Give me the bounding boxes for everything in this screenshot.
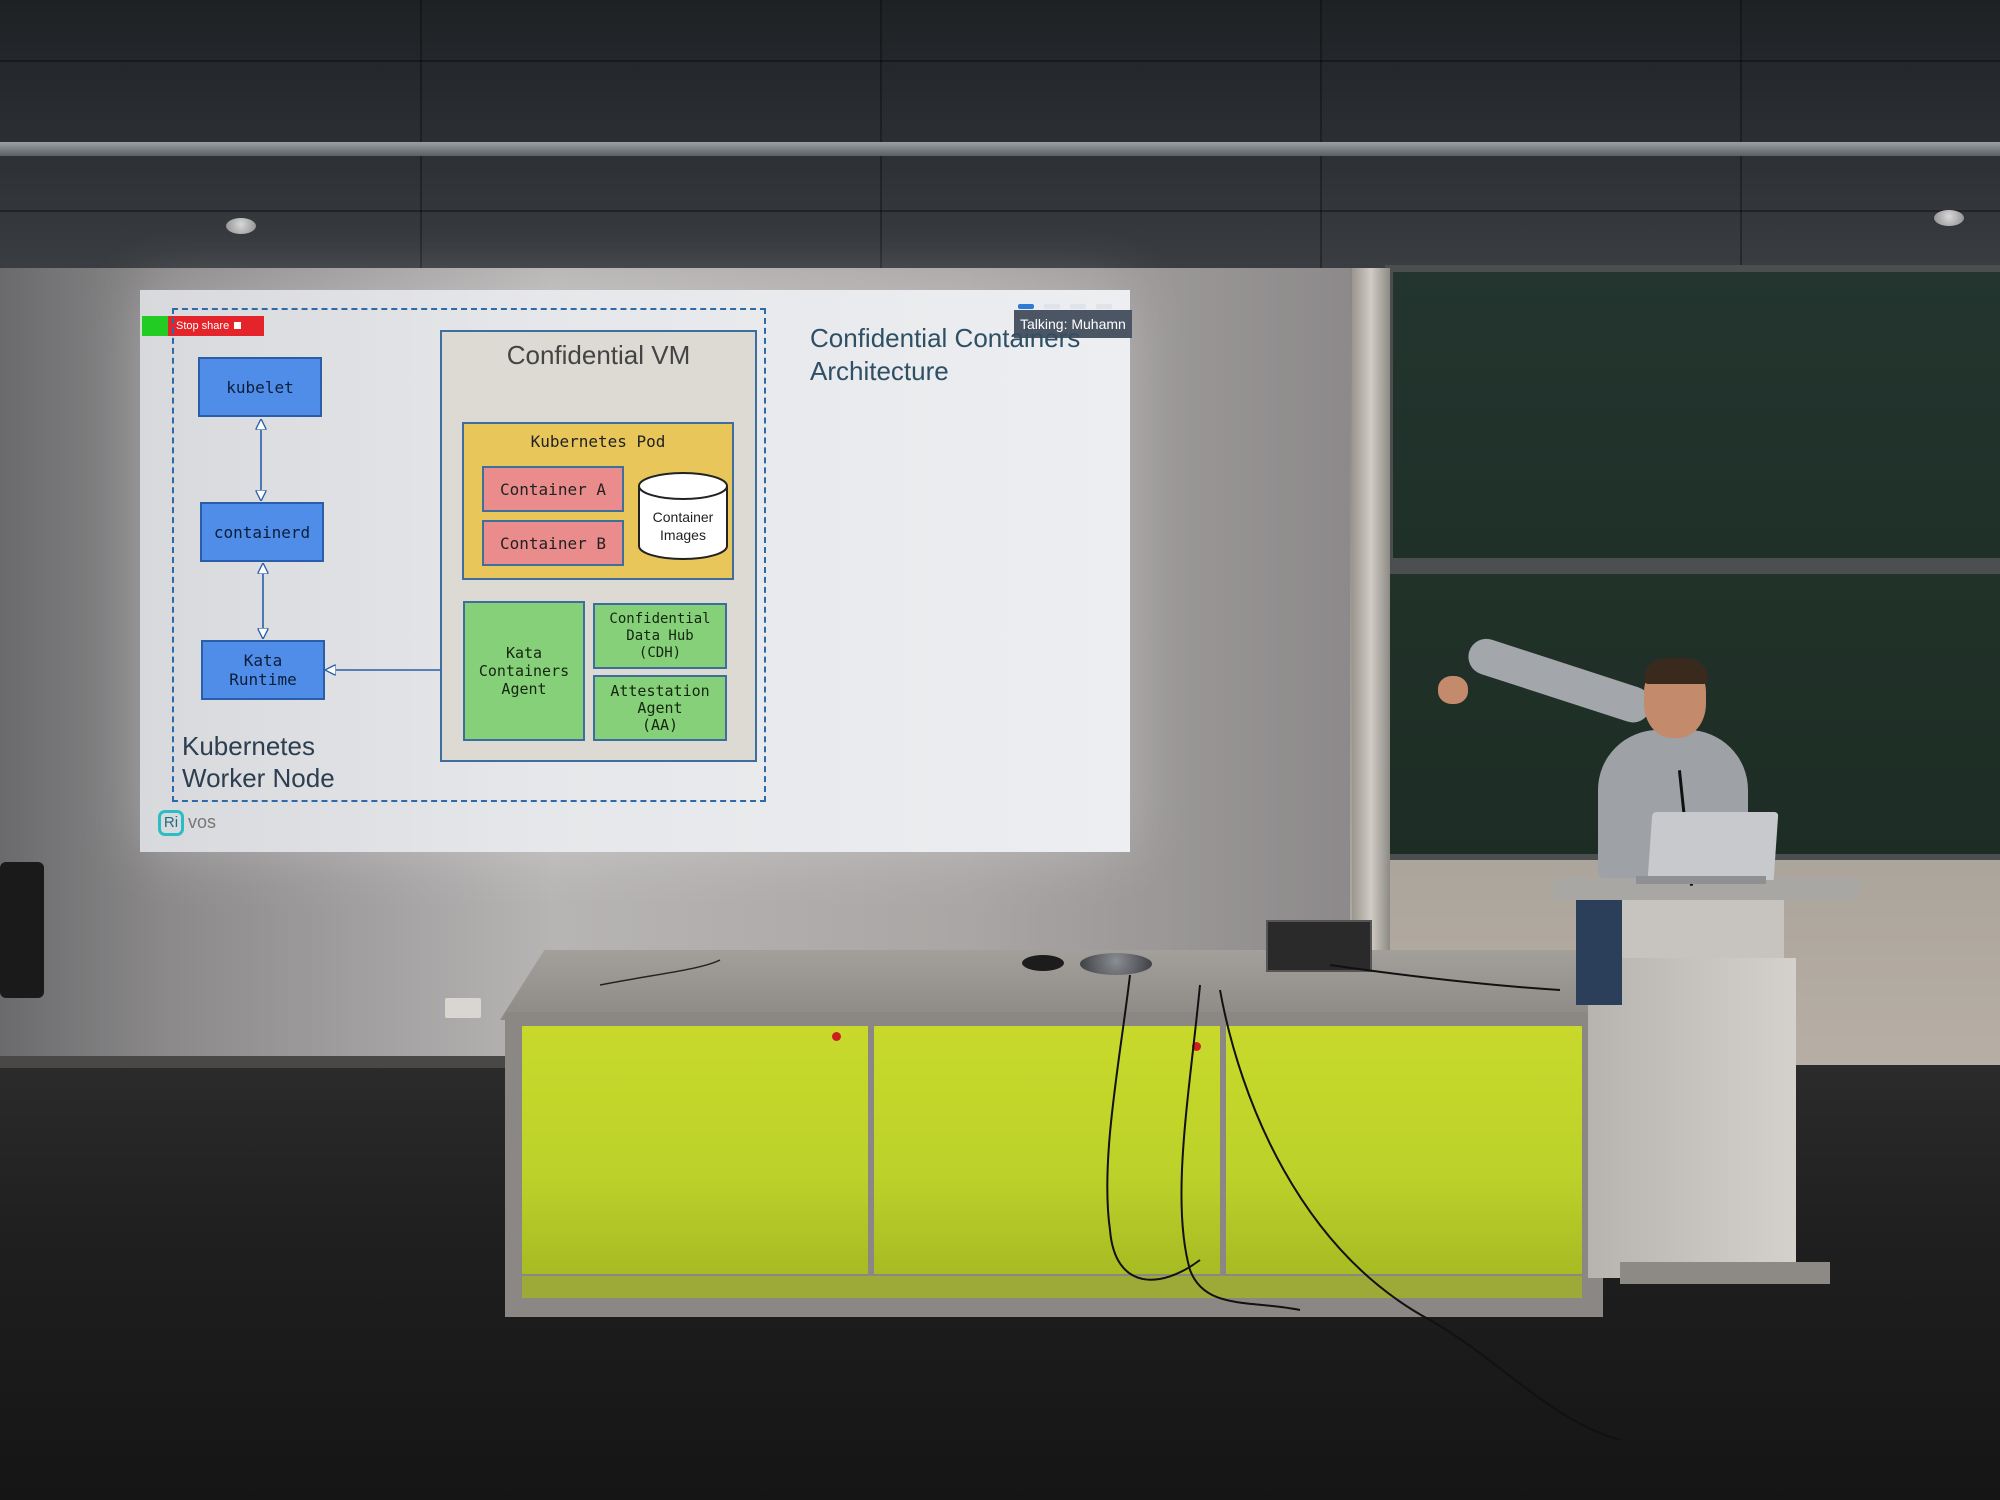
- worker-node-label: Kubernetes Worker Node: [182, 730, 402, 794]
- view-dot-icon[interactable]: [1018, 304, 1034, 309]
- kubelet-box: kubelet: [198, 357, 322, 417]
- lectern-laptop-base: [1636, 876, 1766, 884]
- ceiling-tile-seam: [0, 60, 2000, 62]
- rivos-logo: Ri: [158, 810, 184, 836]
- ceiling-tile-seam: [1740, 0, 1742, 272]
- container-a-box: Container A: [482, 466, 624, 512]
- view-dot-icon[interactable]: [1070, 304, 1086, 309]
- chalkboard-upper: [1393, 272, 2000, 558]
- worker-node-label-line: Worker Node: [182, 763, 335, 793]
- aa-label-line: Agent: [637, 698, 683, 717]
- ceiling-tile-seam: [880, 0, 882, 272]
- lectern-base: [1620, 1262, 1830, 1284]
- cdh-box: Confidential Data Hub (CDH): [593, 603, 727, 669]
- kata-runtime-label-line: Kata: [243, 651, 283, 670]
- smoke-detector: [1934, 210, 1964, 226]
- container-a-label: Container A: [500, 479, 606, 499]
- cdh-label-line: Data Hub: [626, 627, 694, 644]
- container-b-label: Container B: [500, 533, 606, 553]
- presenter-legs: [1576, 895, 1622, 1005]
- presenter-hair: [1644, 658, 1708, 684]
- stop-icon: [234, 322, 242, 329]
- kata-agent-label-line: Agent: [501, 680, 547, 698]
- kata-agent-label-line: Kata: [505, 644, 543, 662]
- container-images-label-line: Images: [660, 527, 706, 543]
- container-images-label-line: Container: [652, 509, 714, 525]
- slide-title-line: Architecture: [810, 356, 949, 386]
- stop-share-button[interactable]: Stop share: [168, 316, 264, 336]
- view-dot-icon[interactable]: [1096, 304, 1112, 309]
- lectern-laptop-screen: [1647, 812, 1779, 880]
- attestation-agent-box: Attestation Agent (AA): [593, 675, 727, 741]
- ceiling-rail: [0, 142, 2000, 156]
- container-images-label: Container Images: [638, 508, 728, 544]
- black-stand: [0, 862, 44, 998]
- kubernetes-pod-label: Kubernetes Pod: [530, 432, 666, 451]
- screen-share-indicator: [142, 316, 168, 336]
- desk-laptop: [1266, 920, 1372, 972]
- containerd-label: containerd: [213, 522, 311, 542]
- cabinet-door: [1226, 1026, 1582, 1274]
- ceiling: [0, 0, 2000, 272]
- kata-runtime-label-line: Runtime: [229, 670, 297, 689]
- lectern-top: [1548, 878, 1864, 900]
- cabinet-lock: [1192, 1042, 1201, 1051]
- slide-title-line: Confidential Containers: [810, 323, 1081, 353]
- kata-agent-label-line: Containers: [478, 662, 570, 680]
- kubelet-label: kubelet: [226, 377, 294, 397]
- ceiling-tile-seam: [1320, 0, 1322, 272]
- kata-runtime-box: Kata Runtime: [201, 640, 325, 700]
- ceiling-tile-seam: [0, 210, 2000, 212]
- container-images-cylinder: [638, 472, 728, 560]
- view-dot-icon[interactable]: [1044, 304, 1060, 309]
- cabinet-lock: [832, 1032, 841, 1041]
- meeting-toolbar-dots: [1018, 294, 1128, 309]
- aa-label-line: (AA): [641, 715, 679, 734]
- container-b-box: Container B: [482, 520, 624, 566]
- talking-indicator: Talking: Muhamn: [1014, 310, 1132, 338]
- smoke-detector: [226, 218, 256, 234]
- slide-title: Confidential Containers Architecture: [810, 322, 1120, 388]
- stop-share-label: Stop share: [176, 320, 230, 332]
- cabinet-door: [522, 1026, 868, 1274]
- worker-node-boundary: [172, 308, 766, 802]
- speakerphone: [1080, 953, 1152, 975]
- cdh-label-line: (CDH): [638, 644, 682, 661]
- kata-agent-box: Kata Containers Agent: [463, 601, 585, 741]
- power-outlet: [445, 998, 481, 1018]
- ceiling-tile-seam: [420, 0, 422, 272]
- aa-label-line: Attestation: [610, 681, 710, 700]
- containerd-box: containerd: [200, 502, 324, 562]
- lectern-upper: [1608, 898, 1784, 960]
- cabinet-door: [874, 1026, 1220, 1274]
- rivos-logo-text: vos: [188, 812, 217, 832]
- confidential-vm-label: Confidential VM: [506, 340, 691, 370]
- mouse: [1022, 955, 1064, 971]
- desk-base: [522, 1276, 1582, 1298]
- worker-node-label-line: Kubernetes: [182, 731, 315, 761]
- cdh-label-line: Confidential: [609, 610, 711, 627]
- presenter-hand: [1438, 676, 1468, 704]
- lectern-body: [1588, 958, 1796, 1278]
